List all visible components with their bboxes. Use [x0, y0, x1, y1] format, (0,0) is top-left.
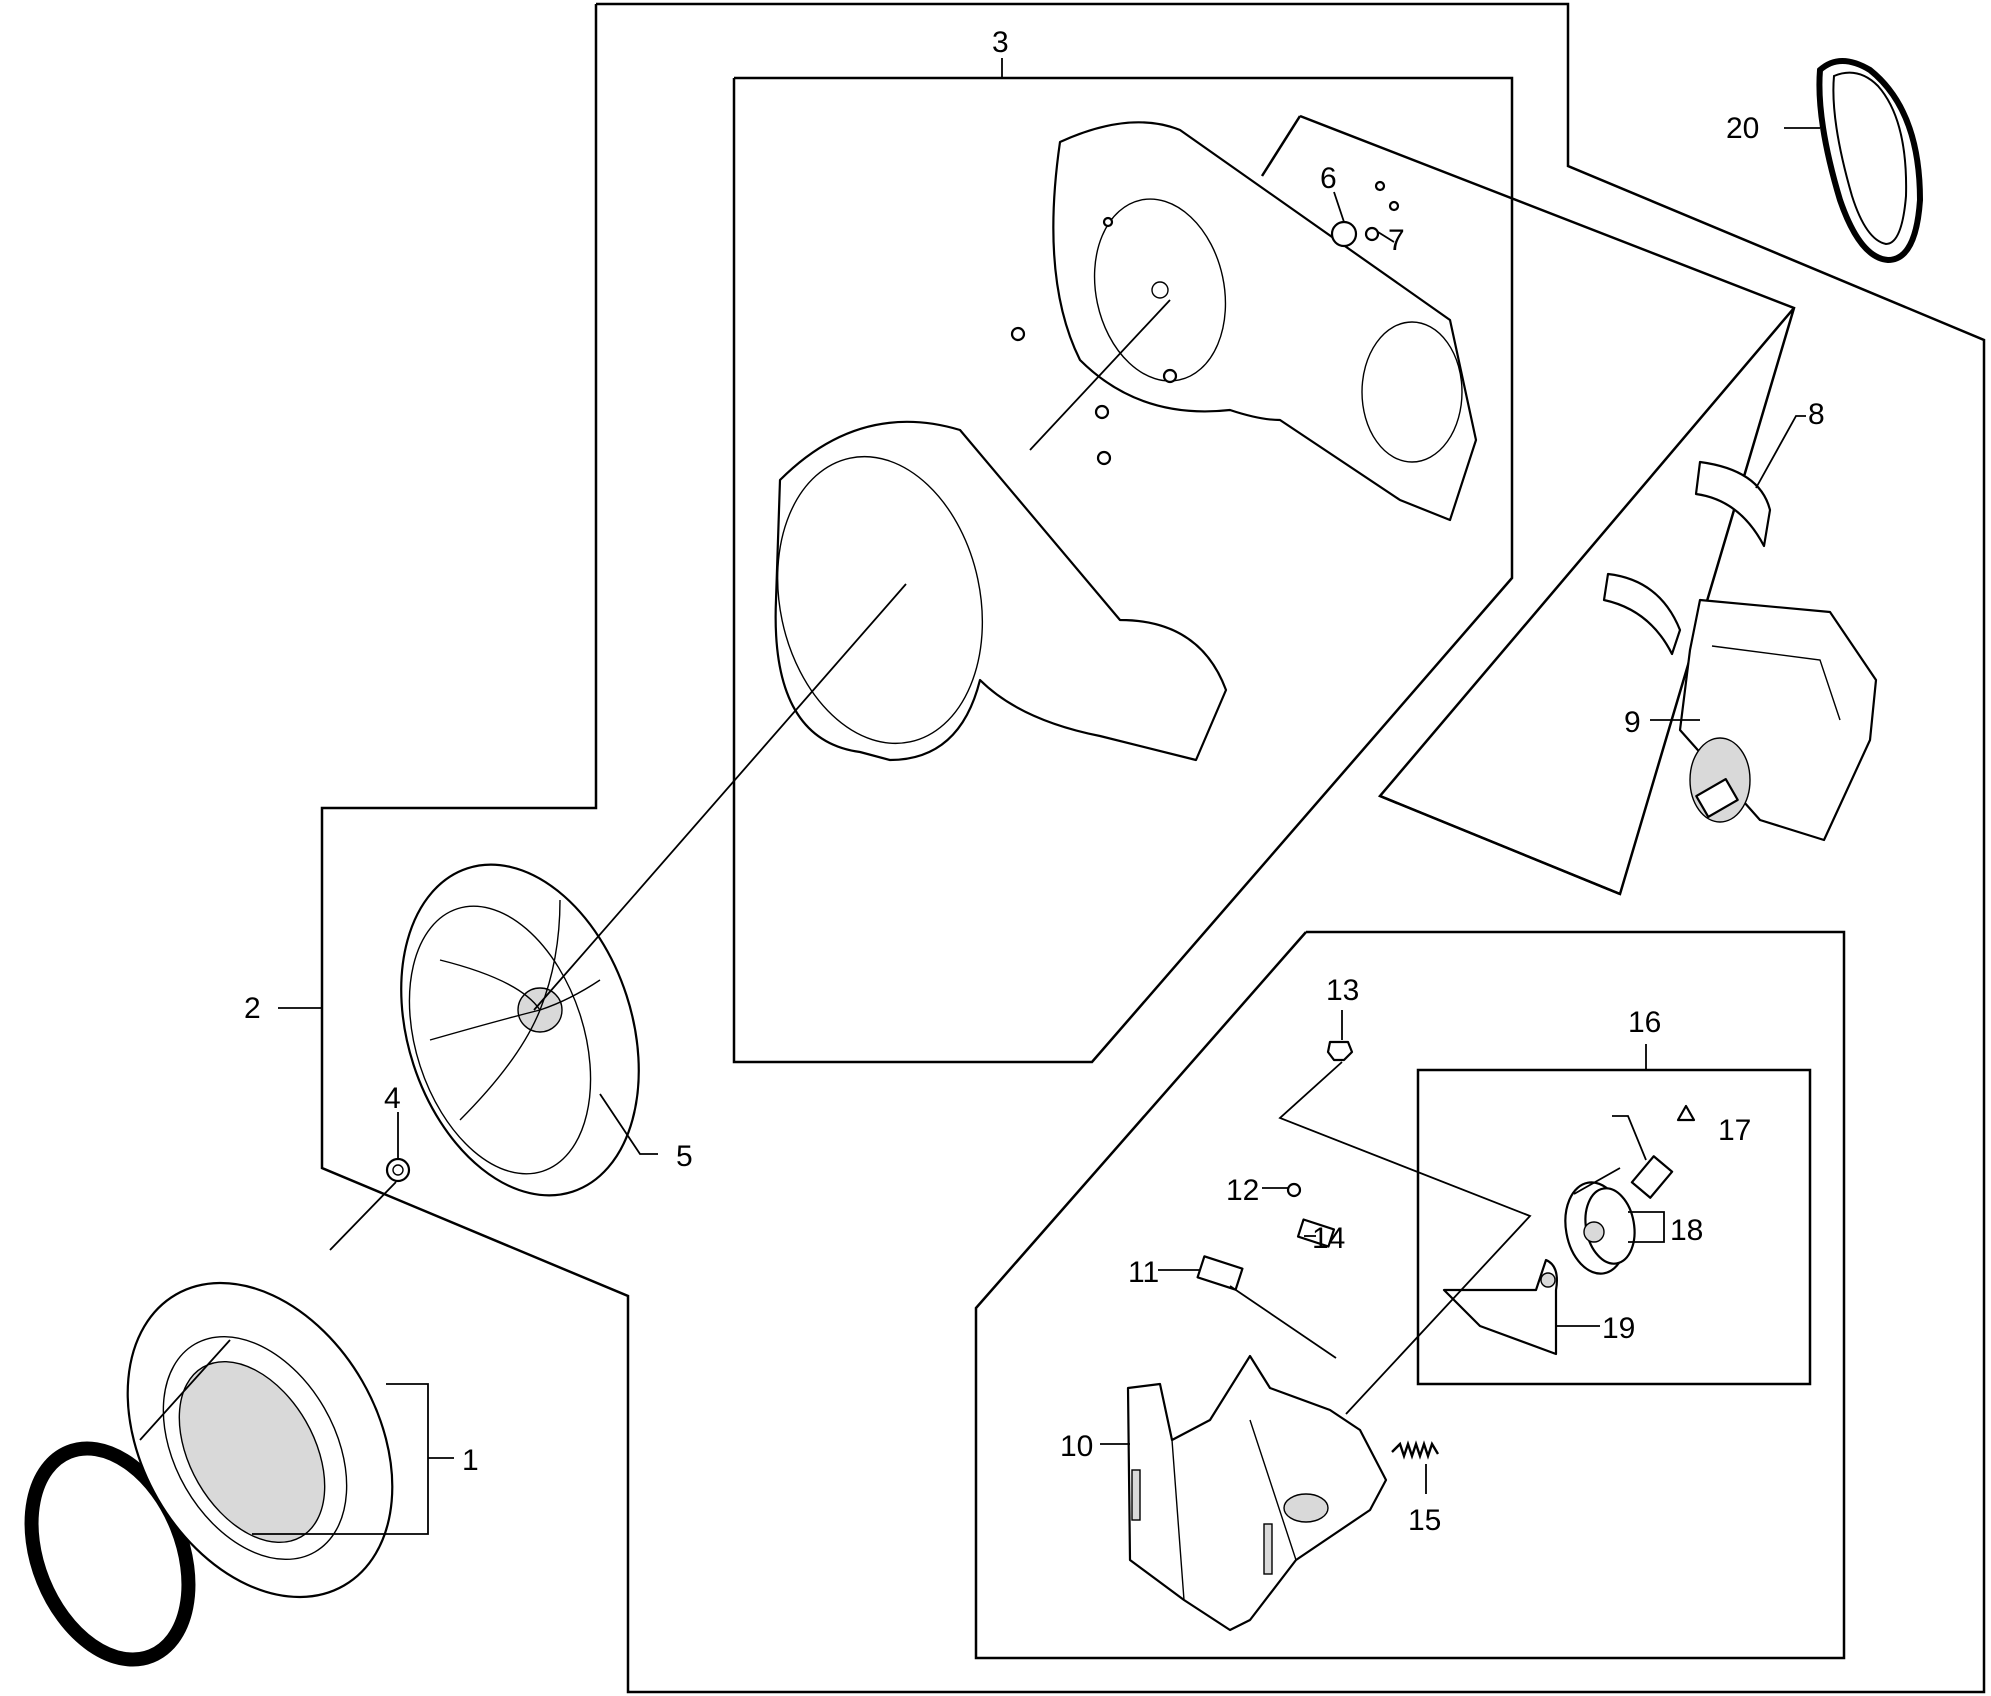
- frame-idler: [974, 930, 1846, 1660]
- nut-icon: [385, 1157, 411, 1183]
- blower-wheel-icon: [400, 863, 640, 1197]
- spring-icon: [1391, 1440, 1440, 1460]
- callout-11: 11: [1128, 1256, 1159, 1289]
- frame-assembly-3: [732, 76, 1514, 1064]
- callout-10: 10: [1060, 1430, 1093, 1463]
- clip-icon: [1602, 460, 1772, 656]
- callout-9: 9: [1624, 706, 1641, 739]
- callout-14: 14: [1312, 1222, 1345, 1255]
- housing-icon: [774, 121, 1478, 762]
- callout-2: 2: [244, 992, 261, 1025]
- callout-18: 18: [1670, 1214, 1703, 1247]
- screw-icons: [1010, 180, 1400, 466]
- belt-icon: [1816, 58, 1924, 264]
- callout-17: 17: [1718, 1114, 1751, 1147]
- leader-lines: [139, 58, 1820, 1535]
- screw-13-icon: [1326, 1040, 1354, 1062]
- callout-20: 20: [1726, 112, 1759, 145]
- bracket-icon: [1126, 1354, 1388, 1632]
- callout-19: 19: [1602, 1312, 1635, 1345]
- callout-6: 6: [1320, 162, 1337, 195]
- callout-7: 7: [1388, 224, 1405, 257]
- callout-4: 4: [384, 1082, 401, 1115]
- switch-icons: [1196, 1182, 1336, 1291]
- callout-8: 8: [1808, 398, 1825, 431]
- callout-1: 1: [462, 1444, 479, 1477]
- frame-assembly-2: [320, 2, 1986, 1694]
- frame-assembly-16: [1416, 1068, 1812, 1386]
- callout-16: 16: [1628, 1006, 1661, 1039]
- flange-icon: [126, 1281, 394, 1599]
- callout-13: 13: [1326, 974, 1359, 1007]
- callout-12: 12: [1226, 1174, 1259, 1207]
- pulley-icon: [1442, 1104, 1696, 1356]
- callout-3: 3: [992, 26, 1009, 59]
- callout-numbers: 1 2 3 4 5 6 7 8 9 10 11 12 13 14 15 16 1…: [244, 26, 1825, 1537]
- callout-5: 5: [676, 1140, 693, 1173]
- callout-15: 15: [1408, 1504, 1441, 1537]
- motor-icon: [1678, 598, 1878, 842]
- assembly-frames: [320, 2, 1986, 1694]
